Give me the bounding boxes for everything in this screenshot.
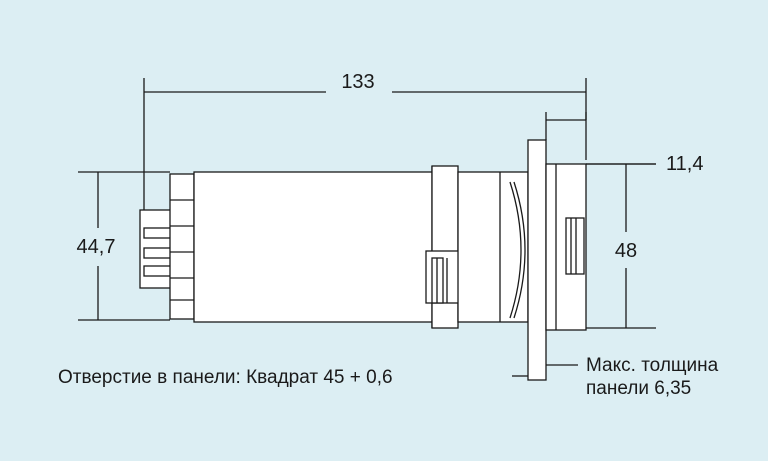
dimension-front-height: 48 xyxy=(586,163,656,329)
rear-ribs xyxy=(169,173,195,320)
panel-cutout-note: Отверстие в панели: Квадрат 45 + 0,6 xyxy=(58,367,393,388)
front-key xyxy=(565,217,585,275)
dimension-body-height: 44,7 xyxy=(77,171,170,321)
front-bezel-plate xyxy=(527,139,547,381)
terminal-slot xyxy=(143,265,173,277)
notes: Отверстие в панели: Квадрат 45 + 0,6 Мак… xyxy=(58,355,719,399)
max-thickness-line1: Макс. толщина xyxy=(586,355,719,376)
max-thickness-line2: панели 6,35 xyxy=(586,378,691,399)
dim-overall-length-label: 133 xyxy=(341,71,374,93)
device-outline xyxy=(139,139,587,381)
terminal-slot xyxy=(143,247,173,259)
dim-body-height-label: 44,7 xyxy=(77,236,116,258)
dim-front-height-label: 48 xyxy=(615,240,637,262)
body-collar xyxy=(431,165,459,329)
terminal-slot xyxy=(143,227,173,239)
spring-clip xyxy=(509,181,522,319)
main-body xyxy=(193,171,457,323)
dim-bezel-depth-label: 11,4 xyxy=(666,153,703,175)
